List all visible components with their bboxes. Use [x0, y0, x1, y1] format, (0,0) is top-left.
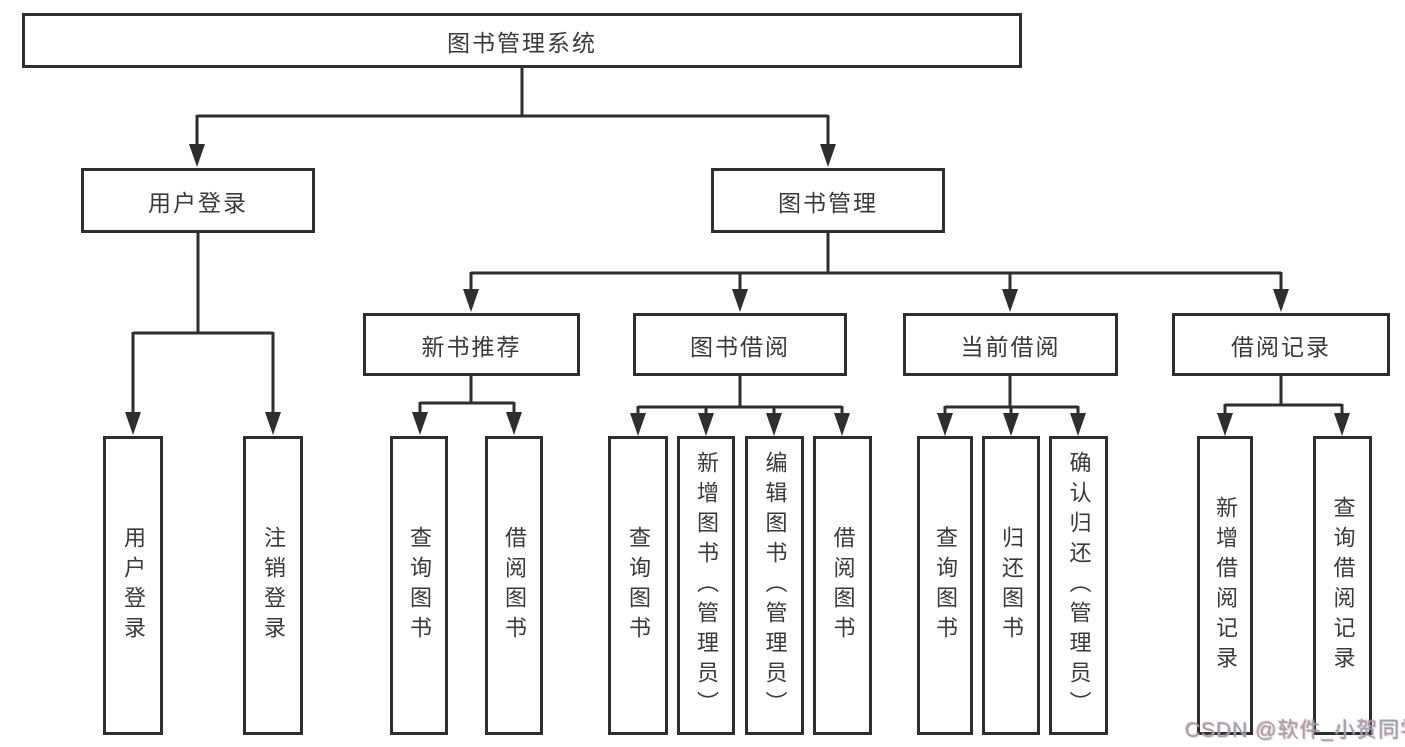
node-current-borrowing: 当前借阅 [903, 313, 1118, 376]
leaf-query-borrow-record: 查询借阅记录 [1313, 436, 1372, 735]
node-label: 查询图书 [626, 525, 651, 646]
node-label: 新增图书（管理员） [694, 450, 719, 721]
node-label: 注销登录 [261, 525, 286, 646]
node-label: 新增借阅记录 [1213, 495, 1238, 676]
node-label: 用户登录 [148, 189, 248, 216]
arrowheads [125, 144, 1350, 436]
node-label: 图书管理系统 [447, 29, 597, 56]
node-label: 确认归还（管理员） [1066, 450, 1092, 721]
leaf-logout: 注销登录 [243, 436, 303, 735]
node-label: 归还图书 [999, 525, 1024, 646]
csdn-watermark: CSDN @软件_小贺同学 [1185, 719, 1405, 742]
leaf-confirm-return-admin: 确认归还（管理员） [1049, 436, 1108, 735]
leaf-borrow-books-recommend: 借阅图书 [485, 436, 543, 735]
node-label: 图书管理 [778, 189, 878, 216]
leaf-query-books-recommend: 查询图书 [390, 436, 448, 735]
leaf-query-books-borrow: 查询图书 [608, 436, 668, 735]
node-label: 当前借阅 [960, 333, 1061, 360]
leaf-add-borrow-record: 新增借阅记录 [1197, 436, 1253, 735]
node-label: 借阅图书 [830, 525, 856, 646]
leaf-query-books-current: 查询图书 [917, 436, 973, 735]
node-new-book-recommendation: 新书推荐 [363, 313, 580, 376]
node-book-management: 图书管理 [711, 168, 945, 233]
node-label: 用户登录 [121, 525, 146, 646]
node-label: 查询借阅记录 [1330, 495, 1356, 676]
node-library-management-system: 图书管理系统 [22, 13, 1022, 68]
node-label: 借阅记录 [1231, 333, 1331, 360]
leaf-return-books: 归还图书 [982, 436, 1040, 735]
node-label: 新书推荐 [421, 333, 522, 360]
leaf-user-login: 用户登录 [103, 436, 163, 735]
node-label: 图书借阅 [690, 333, 790, 360]
node-borrowing-records: 借阅记录 [1172, 313, 1390, 376]
node-book-borrowing: 图书借阅 [633, 313, 847, 376]
node-label: 查询图书 [407, 525, 432, 646]
leaf-add-books-admin: 新增图书（管理员） [677, 436, 735, 735]
leaf-edit-books-admin: 编辑图书（管理员） [745, 436, 804, 735]
node-label: 查询图书 [933, 525, 958, 646]
node-label: 编辑图书（管理员） [762, 450, 788, 721]
node-user-login: 用户登录 [81, 168, 315, 233]
leaf-borrow-books: 借阅图书 [813, 436, 872, 735]
node-label: 借阅图书 [502, 525, 527, 646]
